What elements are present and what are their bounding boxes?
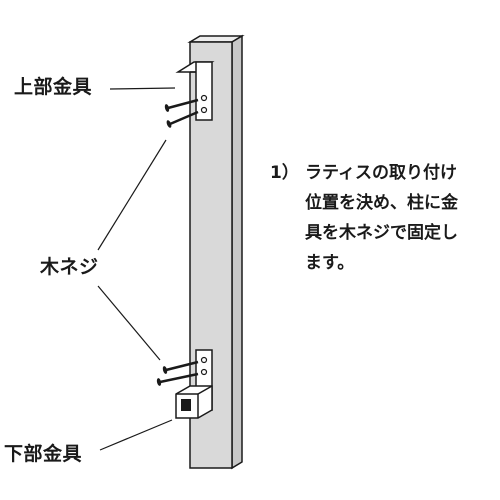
instruction-step: 1） ラティスの取り付け 位置を決め、柱に金 具を木ネジで固定し ます。	[270, 158, 495, 278]
top-bracket-plate	[195, 61, 213, 121]
bottom-bracket-label: 下部金具	[4, 443, 83, 465]
post-side-face	[231, 34, 243, 470]
screw	[166, 110, 199, 128]
top-bracket-label: 上部金具	[14, 76, 93, 98]
top-bracket	[175, 61, 215, 121]
bottom-bracket-slot	[181, 399, 191, 411]
step-text: ラティスの取り付け 位置を決め、柱に金 具を木ネジで固定し ます。	[305, 163, 458, 273]
leader-top-bracket	[109, 87, 176, 90]
bottom-bracket-hole	[200, 356, 208, 364]
bottom-screws	[156, 360, 199, 386]
top-bracket-hole	[200, 94, 208, 102]
leader-lines	[97, 87, 176, 451]
leader-screw-lower	[97, 285, 161, 361]
wood-screw-label: 木ネジ	[40, 256, 99, 278]
screw	[156, 372, 199, 386]
bottom-bracket	[175, 349, 213, 419]
leader-bottom-bracket	[99, 419, 173, 451]
screw	[164, 98, 199, 112]
step-number: 1）	[270, 163, 299, 183]
top-bracket-hole	[200, 106, 208, 114]
bottom-bracket-hole	[200, 368, 208, 376]
top-screws	[164, 98, 199, 128]
leader-screw-upper	[97, 139, 167, 251]
screw	[162, 360, 199, 374]
